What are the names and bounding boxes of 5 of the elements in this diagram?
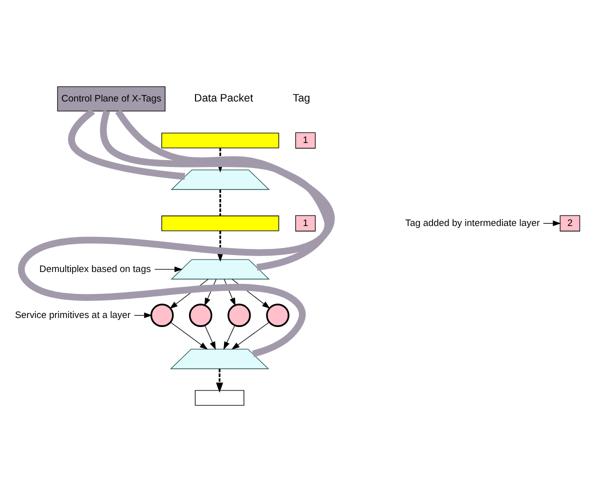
label: Tag <box>292 92 310 104</box>
node-text: Tag added by intermediate layer <box>405 218 540 229</box>
node-text: Service primitives at a layer <box>15 310 131 321</box>
label: Data Packet <box>194 92 254 104</box>
node-text: Demultiplex based on tags <box>39 264 151 275</box>
